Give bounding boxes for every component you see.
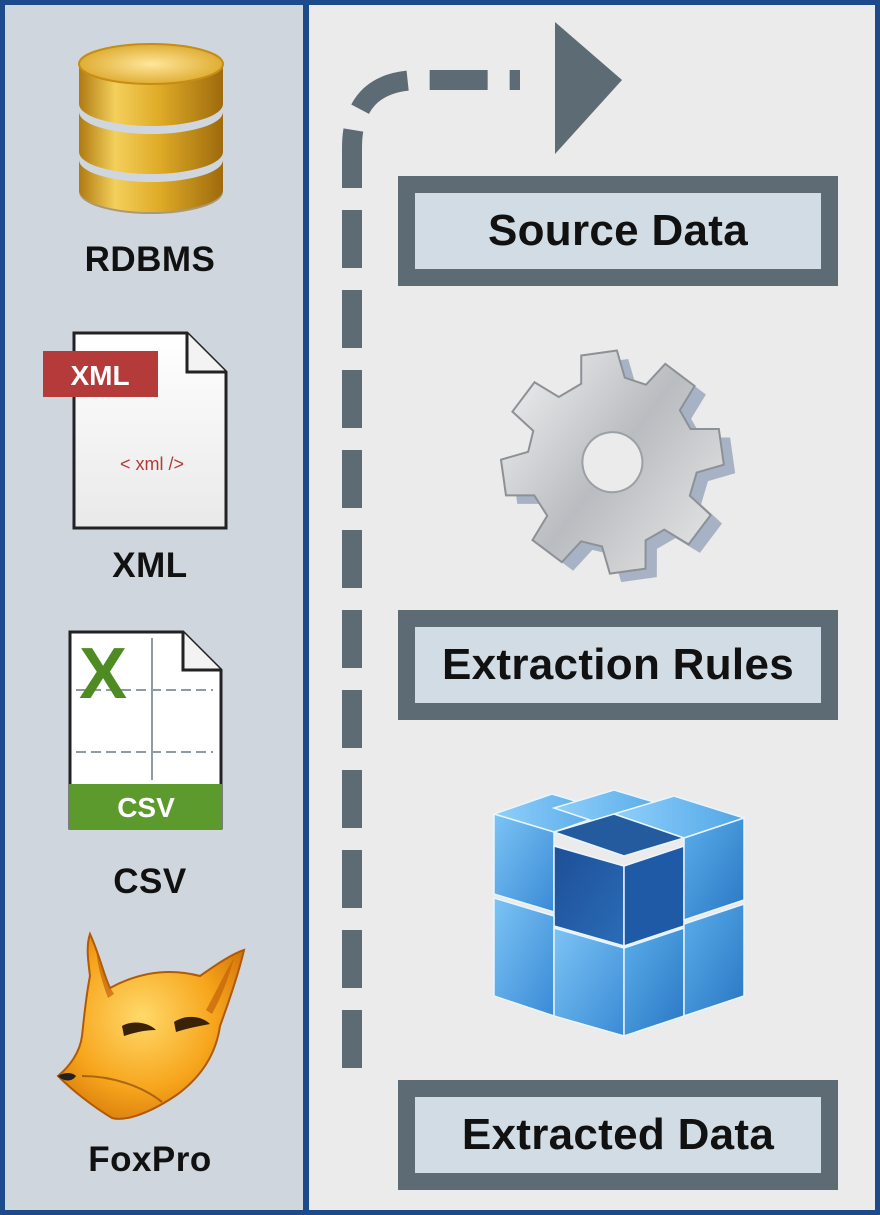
source-label-foxpro: FoxPro xyxy=(88,1140,212,1179)
source-label-csv: CSV xyxy=(113,862,187,901)
xml-badge-text: XML xyxy=(70,360,129,391)
source-label-xml: XML xyxy=(112,546,188,585)
step-box-source-data: Source Data xyxy=(398,176,838,286)
database-icon xyxy=(78,43,224,214)
foxpro-icon xyxy=(56,931,246,1120)
source-label-rdbms: RDBMS xyxy=(84,240,216,279)
flow-arrow xyxy=(342,22,622,1068)
cube-icon xyxy=(491,789,747,1038)
step-box-extracted-data: Extracted Data xyxy=(398,1080,838,1190)
csv-file-icon: X CSV xyxy=(68,630,223,830)
csv-x-glyph: X xyxy=(79,634,127,714)
xml-file-icon: XML < xml /> xyxy=(43,331,228,530)
step-box-extraction-rules: Extraction Rules xyxy=(398,610,838,720)
csv-badge-text: CSV xyxy=(117,792,175,823)
xml-code-text: < xml /> xyxy=(120,454,184,474)
gear-icon xyxy=(499,349,736,583)
